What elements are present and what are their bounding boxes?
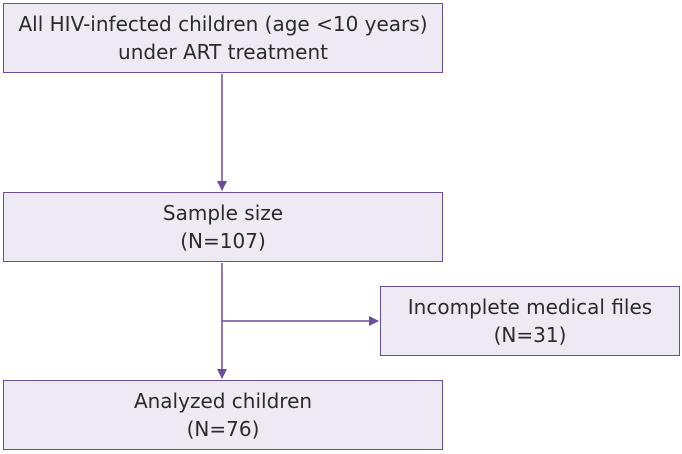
sample-size-box: Sample size (N=107) [3,192,443,262]
sample-line1: Sample size [162,201,284,225]
excluded-line1: Incomplete medical files [407,295,653,319]
excluded-box: Incomplete medical files (N=31) [380,286,680,356]
population-line1: All HIV-infected children (age <10 years… [18,12,428,36]
population-line2: under ART treatment [118,40,328,64]
analyzed-line2: (N=76) [186,417,260,441]
analyzed-line1: Analyzed children [133,389,313,413]
excluded-line2: (N=31) [493,323,567,347]
analyzed-box: Analyzed children (N=76) [3,380,443,450]
sample-line2: (N=107) [180,229,266,253]
population-box: All HIV-infected children (age <10 years… [3,3,443,73]
